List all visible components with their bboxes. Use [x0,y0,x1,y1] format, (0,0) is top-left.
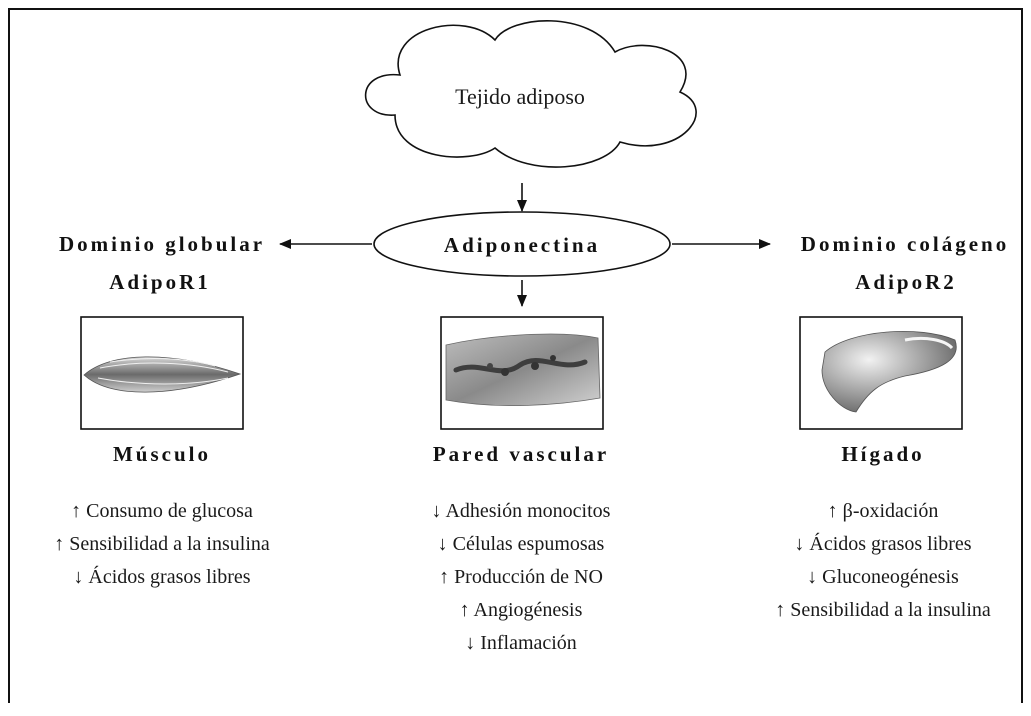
liver-effects: ↑ β-oxidación ↓ Ácidos grasos libres ↓ Glu… [775,500,991,621]
liver-effect-item: ↑ β-oxidación [828,500,939,522]
vascular-effect-item: ↓ Células espumosas [438,533,605,555]
cloud-shape [364,20,697,168]
muscle-label: Músculo [113,442,211,466]
vascular-effect-item: ↓ Adhesión monocitos [432,500,611,522]
cloud-label: Tejido adiposo [455,84,585,109]
liver-label: Hígado [841,442,924,466]
adiponectin-ellipse [373,211,671,277]
liver-effect-item: ↓ Ácidos grasos libres [794,532,971,555]
muscle-icon [83,356,242,393]
vascular-effect-item: ↓ Inflamación [465,632,577,654]
muscle-effects: ↑ Consumo de glucosa ↑ Sensibilidad a la … [54,500,270,588]
diagram-frame [8,8,1023,703]
adipor2-label: AdipoR2 [855,270,957,294]
collagen-domain-label: Dominio colágeno [801,232,1009,256]
liver-effect-item: ↑ Sensibilidad a la insulina [775,599,991,621]
vascular-effect-item: ↑ Producción de NO [439,566,603,588]
vascular-wall-image [440,316,604,430]
liver-icon [821,331,957,413]
liver-effect-item: ↓ Gluconeogénesis [807,566,959,588]
globular-domain-label: Dominio globular [59,232,265,256]
adiponectin-label: Adiponectina [444,233,600,257]
vascular-effect-item: ↑ Angiogénesis [460,599,583,621]
vascular-effects: ↓ Adhesión monocitos ↓ Células espumosas ↑… [432,500,611,654]
vessel-icon [445,333,601,407]
adiponectin-node: Adiponectina [373,211,671,277]
liver-image [799,316,963,430]
muscle-effect-item: ↓ Ácidos grasos libres [73,565,250,588]
vascular-wall-label: Pared vascular [433,442,609,466]
muscle-effect-item: ↑ Sensibilidad a la insulina [54,533,270,555]
adipose-tissue-cloud: Tejido adiposo [364,20,697,168]
muscle-image [80,316,244,430]
muscle-effect-item: ↑ Consumo de glucosa [71,500,253,522]
adipor1-label: AdipoR1 [109,270,211,294]
